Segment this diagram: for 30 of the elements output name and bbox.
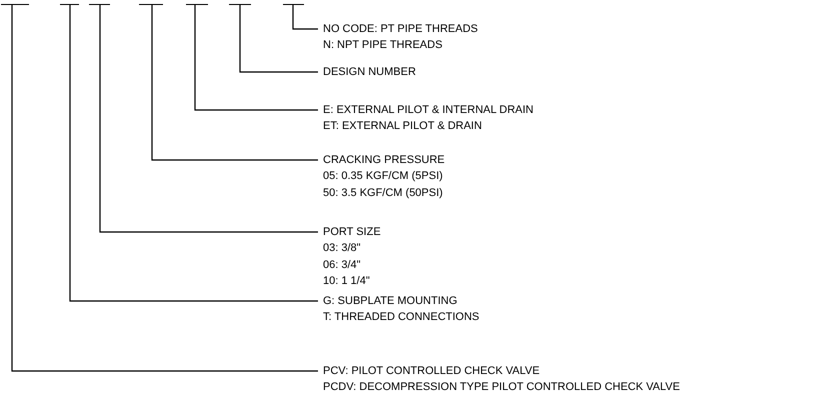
leader-line [69,5,318,302]
code-slot-line [89,4,110,5]
code-slot-line [139,4,163,5]
option-heading: PORT SIZE [323,224,381,240]
leader-line [239,5,318,73]
option-text: 05: 0.35 KGF/CM (5PSI) [323,169,444,184]
option-text: 50: 3.5 KGF/CM (50PSI) [323,186,444,200]
code-slot-line [1,4,29,5]
option-heading: G: SUBPLATE MOUNTING [323,294,458,308]
leader-line [292,5,318,30]
option-heading: PCV: PILOT CONTROLLED CHECK VALVE [323,364,541,378]
option-text: 06: 3/4" [323,258,362,272]
option-text: 10: 1 1/4" [323,274,371,289]
leader-line [194,5,318,111]
option-text: T: THREADED CONNECTIONS [323,310,480,325]
code-slot-line [60,4,79,5]
code-slot-line [283,4,304,5]
option-text: 03: 3/8" [323,241,362,256]
code-slot-line [229,4,251,5]
option-text: ET: EXTERNAL PILOT & DRAIN [323,119,483,134]
leader-line [99,5,318,233]
leader-line [151,5,318,161]
option-heading: CRACKING PRESSURE [323,152,445,168]
option-heading: DESIGN NUMBER [323,64,416,80]
option-heading: NO CODE: PT PIPE THREADS [323,22,478,36]
option-text: N: NPT PIPE THREADS [323,38,444,53]
code-slot-line [186,4,208,5]
leader-line [11,5,318,372]
option-text: PCDV: DECOMPRESSION TYPE PILOT CONTROLLED CHECK VALVE [323,380,680,395]
option-heading: E: EXTERNAL PILOT & INTERNAL DRAIN [323,102,534,118]
